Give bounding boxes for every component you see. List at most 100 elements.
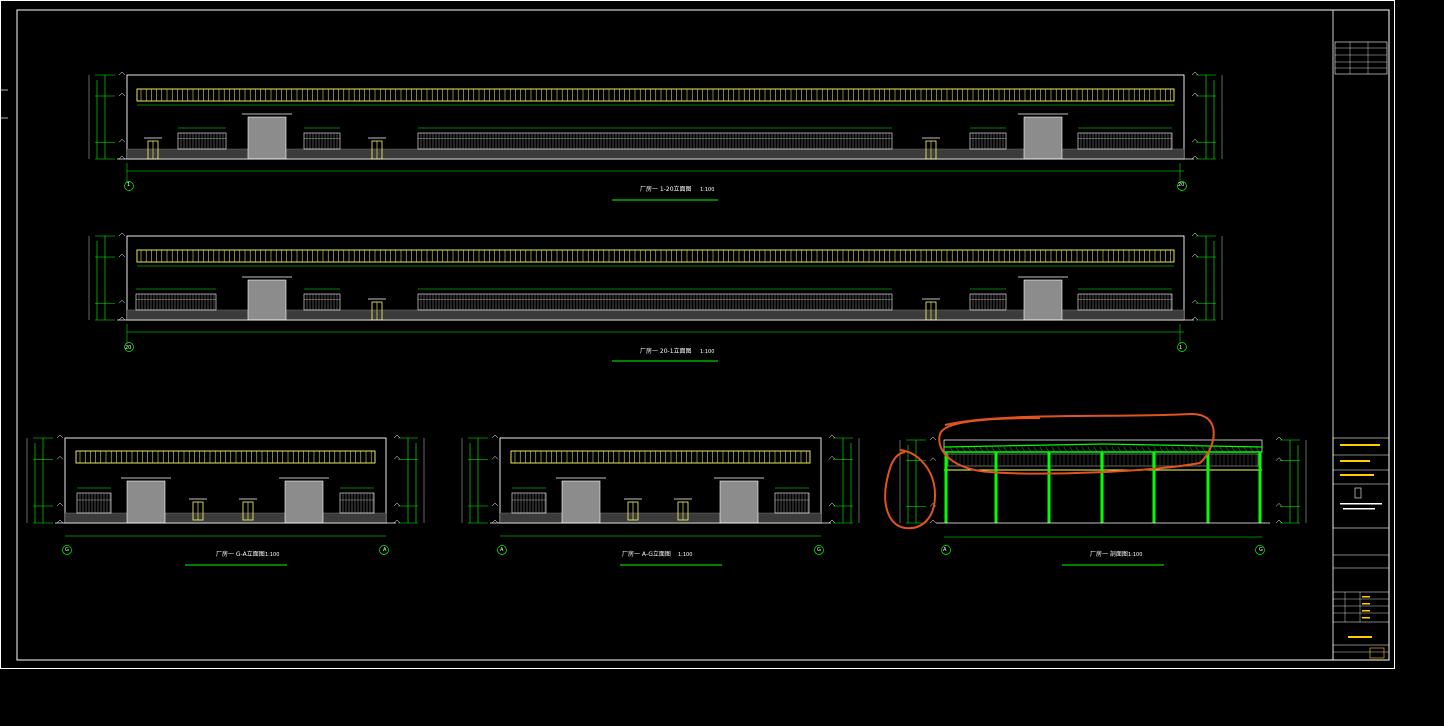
section-column xyxy=(1047,452,1051,523)
markup-height-circle xyxy=(884,449,937,530)
truss-web xyxy=(1027,446,1032,453)
rolling-door xyxy=(247,116,287,160)
level-marker-icon xyxy=(491,519,499,524)
truss-web xyxy=(1093,446,1098,453)
window-band xyxy=(339,492,375,514)
level-marker-icon xyxy=(1191,92,1199,97)
view-scale-section: 1:100 xyxy=(1128,552,1143,558)
level-marker-icon xyxy=(393,519,401,524)
section-column xyxy=(994,452,998,523)
level-marker-icon xyxy=(393,502,401,507)
truss-web xyxy=(949,446,954,453)
truss-web xyxy=(1111,446,1116,453)
level-marker-icon xyxy=(1191,155,1199,160)
section-column xyxy=(944,452,948,523)
sheet-outer-frame xyxy=(0,0,1395,669)
axis-bubble xyxy=(1255,545,1265,555)
truss-web xyxy=(985,446,990,453)
clerestory-strip xyxy=(136,88,1175,102)
truss-top-chord xyxy=(943,443,1105,448)
level-marker-icon xyxy=(118,138,126,143)
truss-web xyxy=(973,446,978,453)
truss-web xyxy=(1075,446,1080,453)
level-marker-icon xyxy=(828,502,836,507)
axis-label-ga-right: A xyxy=(383,547,387,553)
level-marker-icon xyxy=(1191,299,1199,304)
axis-bubble xyxy=(941,545,951,555)
truss-web xyxy=(1057,446,1062,453)
view-title-front: 厂房一 1-20立面图 xyxy=(640,186,692,193)
truss-web xyxy=(1081,446,1086,453)
axis-bubble xyxy=(124,342,134,352)
level-marker-icon xyxy=(1191,138,1199,143)
axis-label-ag-right: G xyxy=(817,547,821,553)
truss-web xyxy=(1165,446,1170,453)
truss-web xyxy=(1015,446,1020,453)
truss-web xyxy=(1099,446,1104,453)
truss-web xyxy=(1213,446,1218,453)
truss-web xyxy=(1117,446,1122,453)
truss-web xyxy=(1225,446,1230,453)
view-scale-side-ga: 1:100 xyxy=(265,552,280,558)
truss-web xyxy=(1141,446,1146,453)
view-scale-rear: 1:100 xyxy=(700,349,715,355)
truss-web xyxy=(1129,446,1134,453)
window-band xyxy=(135,293,217,311)
axis-label-front-right: 20 xyxy=(1178,182,1185,188)
truss-web xyxy=(1189,446,1194,453)
plinth xyxy=(499,512,822,524)
rolling-door xyxy=(126,480,166,524)
window-band xyxy=(76,492,112,514)
window-band xyxy=(1077,132,1173,150)
truss-web xyxy=(1159,446,1164,453)
truss-web xyxy=(1021,446,1026,453)
level-marker-icon xyxy=(491,502,499,507)
rolling-door xyxy=(284,480,324,524)
level-marker-icon xyxy=(1275,436,1283,441)
truss-web xyxy=(997,446,1002,453)
rolling-door xyxy=(561,480,601,524)
view-scale-front: 1:100 xyxy=(700,187,715,193)
truss-web xyxy=(1063,446,1068,453)
truss-web xyxy=(1009,446,1014,453)
level-marker-icon xyxy=(1191,71,1199,76)
rolling-door xyxy=(1023,279,1063,321)
truss-web xyxy=(1219,446,1224,453)
level-marker-icon xyxy=(929,457,937,461)
level-marker-icon xyxy=(1191,253,1199,258)
axis-label-rear-right: 1 xyxy=(1179,345,1183,351)
level-marker-icon xyxy=(828,519,836,524)
view-scale-side-ag: 1:100 xyxy=(678,552,693,558)
view-title-side-ga: 厂房一 G-A立面图 xyxy=(216,551,265,558)
truss-web xyxy=(1255,446,1260,453)
section-view xyxy=(899,436,1307,566)
level-marker-icon xyxy=(1191,232,1199,237)
section-column xyxy=(1152,452,1156,523)
truss-web xyxy=(1105,446,1110,453)
axis-bubble xyxy=(814,545,824,555)
axis-label-ag-left: A xyxy=(500,547,504,553)
truss-web xyxy=(1123,446,1128,453)
truss-web xyxy=(967,446,972,453)
section-column xyxy=(1258,452,1262,523)
truss-web xyxy=(1087,446,1092,453)
truss-web xyxy=(955,446,960,453)
level-marker-icon xyxy=(56,455,64,460)
axis-label-rear-left: 20 xyxy=(125,345,132,351)
title-block xyxy=(1332,10,1390,661)
truss-web xyxy=(1249,446,1254,453)
markup-roof-circle xyxy=(938,412,1215,475)
level-marker-icon xyxy=(118,299,126,304)
section-column xyxy=(1100,452,1104,523)
front-elevation xyxy=(88,71,1223,201)
rolling-door xyxy=(247,279,287,321)
truss-web xyxy=(1039,446,1044,453)
truss-web xyxy=(961,446,966,453)
axis-bubble xyxy=(1177,342,1187,352)
truss-web xyxy=(1177,446,1182,453)
axis-bubble xyxy=(62,545,72,555)
level-marker-icon xyxy=(491,434,499,439)
section-roof-outline xyxy=(943,439,1263,452)
plinth xyxy=(64,512,387,524)
